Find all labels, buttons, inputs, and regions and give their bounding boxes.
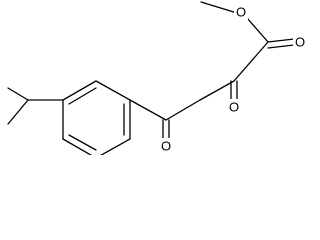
bond-ring-inner-3: [68, 134, 97, 151]
bond-alpha-ester: [233, 41, 269, 82]
bond-ring-5: [62, 138, 93, 155]
bond-ester-c-o-1: [267, 38, 295, 43]
bond-ring-4: [100, 138, 131, 155]
bond-methyl-top: [7, 87, 29, 101]
atom-o-aryl-keto: O: [161, 139, 171, 154]
bond-ring-inner-1: [68, 87, 97, 105]
bond-ch2-alpha: [199, 80, 235, 101]
label-bg-o-ester-single: [234, 4, 248, 20]
bond-ester-single-o: [246, 17, 269, 43]
atom-o-ester-carbonyl: O: [295, 35, 305, 50]
bond-methoxy: [200, 1, 238, 14]
bond-ring-carbonyl: [129, 99, 167, 121]
label-bg-o-ester-carbonyl: [293, 34, 307, 50]
label-bg-o-alpha-keto: [227, 99, 241, 115]
atom-o-alpha-keto: O: [229, 100, 239, 115]
bond-carbonyl-ch2: [165, 99, 201, 121]
bond-methyl-bottom: [7, 99, 29, 125]
label-bg-o-aryl-keto: [159, 138, 173, 154]
atom-o-ester-single: O: [236, 5, 246, 20]
structure-diagram: O O O O: [7, 1, 307, 155]
bond-ring-2: [95, 80, 131, 101]
bond-ester-c-o-2: [267, 44, 295, 49]
bond-ring-1: [62, 80, 97, 101]
